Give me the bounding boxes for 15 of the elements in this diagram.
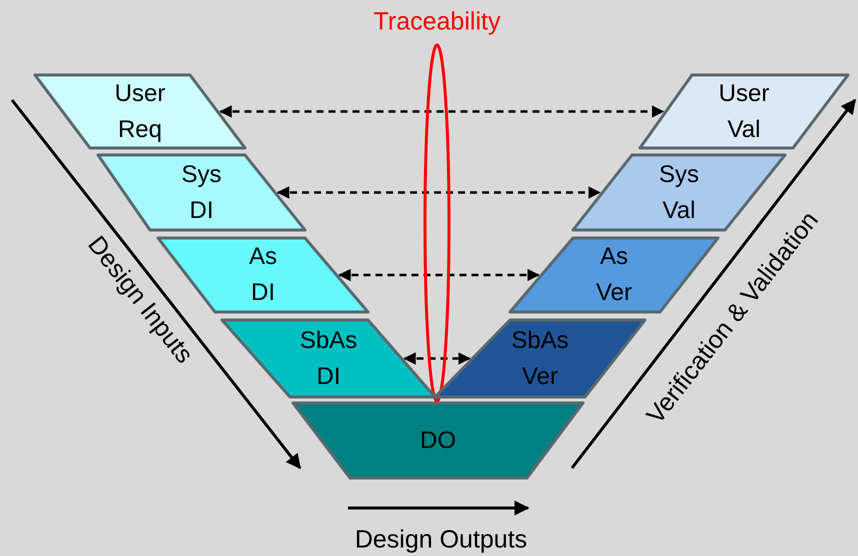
- stage-label: SbAs DI: [300, 326, 358, 392]
- stage-label: SbAs Ver: [511, 326, 569, 392]
- dashed-arrow: [276, 186, 601, 199]
- stage-label: DO: [420, 426, 456, 456]
- stage-label: User Req: [114, 78, 166, 144]
- dashed-arrow: [403, 352, 471, 365]
- dashed-arrow: [219, 105, 664, 118]
- stage-label: Sys Val: [659, 160, 699, 226]
- stage-label: As Ver: [596, 242, 632, 308]
- stage-label: User Val: [718, 78, 770, 144]
- stage-label: Sys DI: [182, 160, 222, 226]
- dashed-arrow: [338, 268, 540, 282]
- axis-label: Design Outputs: [354, 526, 528, 554]
- heading: Traceability: [374, 8, 500, 36]
- stage-label: As DI: [249, 242, 277, 308]
